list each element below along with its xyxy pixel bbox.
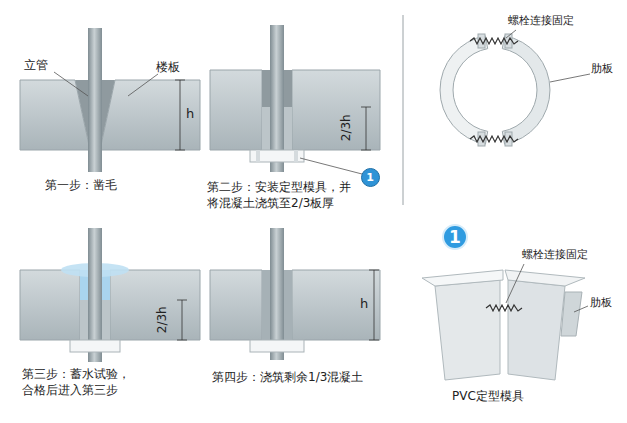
part-label: 螺栓连接固定 [522,248,588,262]
part-label: 楼板 [156,60,180,76]
step-caption: 第二步：安装定型模具，并 将混凝土浇筑至2/3板厚 [207,180,358,211]
dimension-label: 2/3h [338,115,354,142]
callout-number: 1 [442,224,468,250]
step-caption: 第一步：凿毛 [45,178,117,194]
dimension-label: h [186,106,194,123]
part-label: 肋板 [590,296,612,310]
dimension-label: h [360,296,368,313]
part-label: 螺栓连接固定 [508,14,574,28]
dimension-label: 2/3h [154,307,170,334]
step-caption: 第三步：蓄水试验， 合格后进入第三步 [22,367,138,398]
step-caption: 第四步：浇筑剩余1/3混凝土 [212,370,363,386]
callout-text: 1 [449,227,461,247]
callout-text: 1 [366,171,374,184]
callout-number: 1 [361,168,380,187]
figure-caption: PVC定型模具 [452,389,524,405]
part-label: 立管 [24,58,48,74]
part-label: 肋板 [591,62,613,76]
